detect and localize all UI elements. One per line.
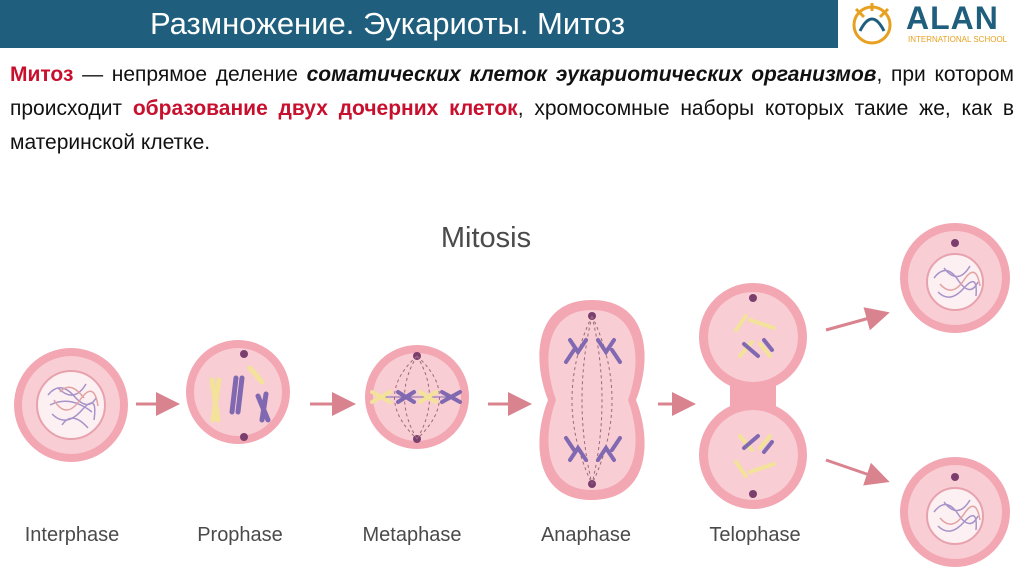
stage-label-interphase: Interphase: [25, 524, 120, 547]
anaphase-cell: [539, 300, 644, 500]
stage-label-anaphase: Anaphase: [541, 524, 631, 547]
interphase-cell: [14, 348, 128, 462]
stage-label-metaphase: Metaphase: [363, 524, 462, 547]
daughter-cell-bottom: [900, 457, 1010, 567]
telophase-cell: [699, 283, 807, 509]
arrow-telophase-top: [826, 314, 884, 330]
daughter-cell-top: [900, 223, 1010, 333]
prophase-cell: [186, 340, 290, 444]
metaphase-cell: [365, 345, 469, 449]
stage-label-telophase: Telophase: [709, 524, 800, 547]
stage-label-prophase: Prophase: [197, 524, 283, 547]
arrow-telophase-bottom: [826, 460, 884, 480]
